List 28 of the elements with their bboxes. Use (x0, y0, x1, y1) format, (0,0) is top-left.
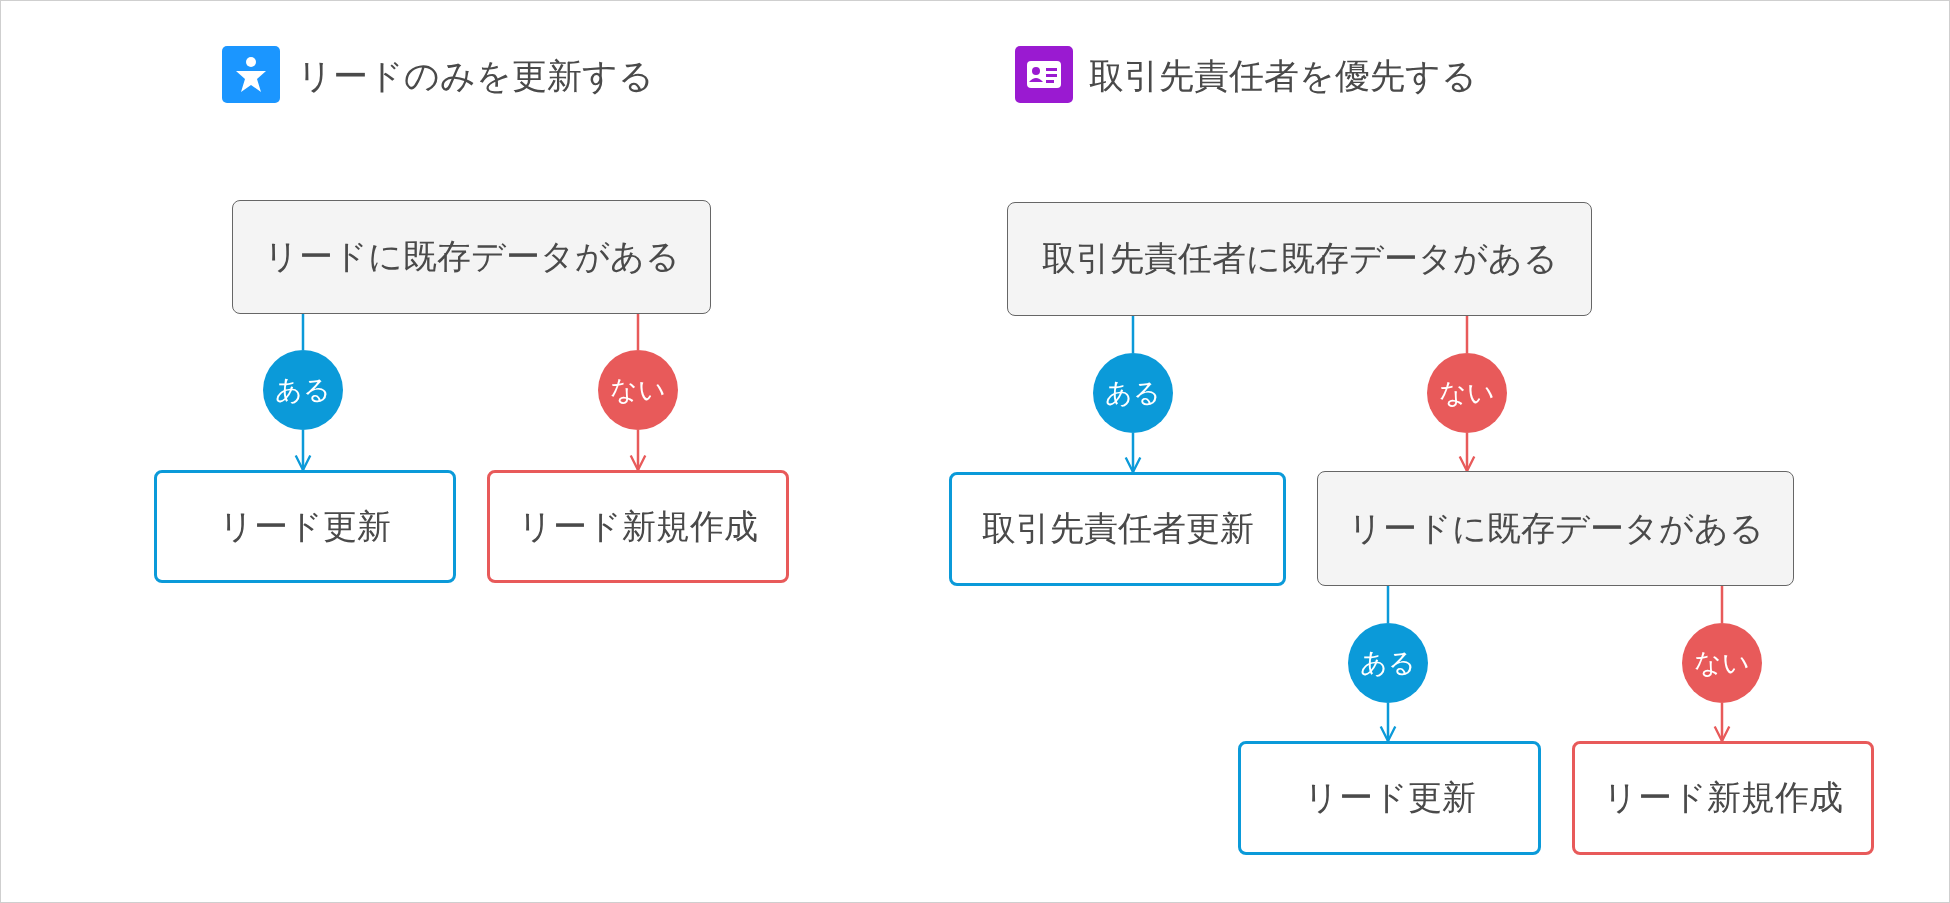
arrow (1379, 703, 1397, 743)
section-heading: 取引先責任者を優先する (1089, 55, 1477, 98)
answer-circle: ない (1427, 353, 1507, 433)
answer-circle: ある (263, 350, 343, 430)
decision-box: リードに既存データがある (232, 200, 711, 314)
answer-circle: ある (1093, 353, 1173, 433)
result-box: リード新規作成 (1572, 741, 1874, 855)
arrow (1458, 433, 1476, 473)
connector-line (1720, 586, 1724, 623)
arrow (294, 430, 312, 472)
result-box: リード更新 (154, 470, 456, 583)
answer-circle: ない (1682, 623, 1762, 703)
connector-line (1131, 316, 1135, 353)
decision-box: リードに既存データがある (1317, 471, 1794, 586)
section-heading: リードのみを更新する (297, 55, 654, 98)
connector-line (301, 314, 305, 350)
arrow (629, 430, 647, 472)
decision-box: 取引先責任者に既存データがある (1007, 202, 1592, 316)
connector-line (1465, 316, 1469, 353)
arrow (1124, 433, 1142, 474)
result-box: リード更新 (1238, 741, 1541, 855)
result-box: リード新規作成 (487, 470, 789, 583)
result-box: 取引先責任者更新 (949, 472, 1286, 586)
answer-circle: ある (1348, 623, 1428, 703)
connector-line (1386, 586, 1390, 623)
connector-line (636, 314, 640, 350)
arrow (1713, 703, 1731, 743)
answer-circle: ない (598, 350, 678, 430)
